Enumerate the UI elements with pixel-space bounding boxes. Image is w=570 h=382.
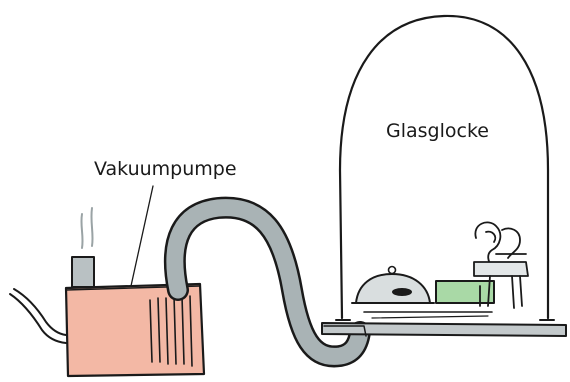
base-plate: [322, 323, 566, 336]
bell-jar-contents: [352, 222, 528, 318]
power-cable-icon: [10, 289, 66, 343]
pump-label: Vakuumpumpe: [94, 158, 237, 180]
bell-jar-label: Glasglocke: [386, 120, 489, 142]
exhaust-pipe: [72, 257, 94, 287]
pump-label-pointer: [131, 186, 153, 286]
exhaust-fumes-icon: [91, 208, 92, 246]
green-block: [436, 281, 494, 303]
exhaust-fumes-icon: [81, 214, 82, 248]
cloche-icon: [352, 267, 434, 304]
